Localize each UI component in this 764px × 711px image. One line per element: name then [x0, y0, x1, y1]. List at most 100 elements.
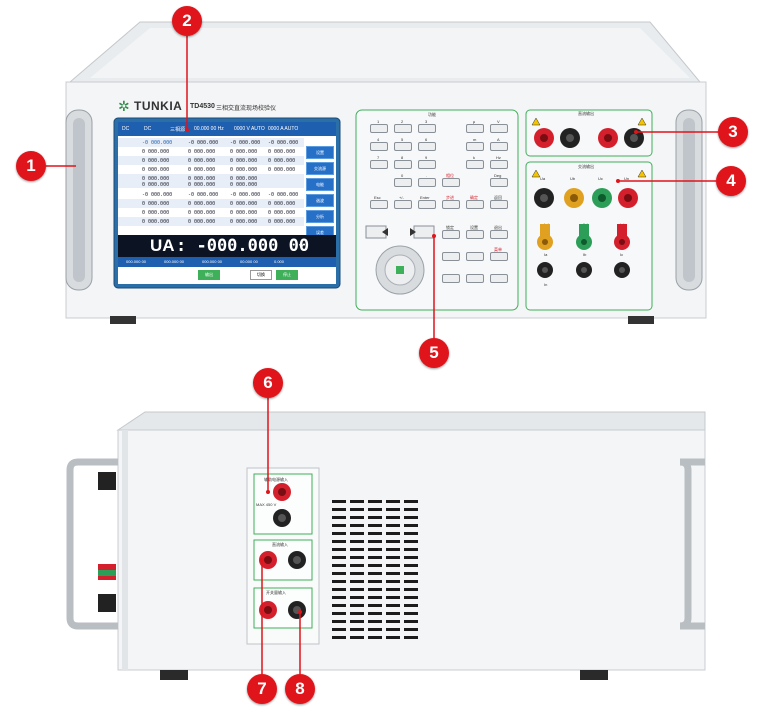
key-confirm[interactable] — [466, 200, 484, 209]
key-3[interactable] — [418, 124, 436, 133]
table-row — [118, 138, 304, 147]
ac-label-ic: Ic — [620, 252, 624, 257]
bottom-value: 000.000 00 — [126, 259, 147, 264]
key-5[interactable] — [394, 142, 412, 151]
key-sign[interactable] — [394, 200, 412, 209]
key-esc-label: Esc — [374, 195, 381, 200]
table-cell: -0 000.000 — [188, 192, 219, 198]
key-5-label: 5 — [401, 137, 404, 142]
table-cell: 0 000.000 — [230, 167, 258, 173]
ac-label-ib: Ib — [583, 252, 587, 257]
screen-frequency: 00.000 00 Hz — [194, 126, 224, 132]
key-phase[interactable] — [442, 178, 460, 187]
key-7[interactable] — [370, 160, 388, 169]
table-cell: 0 000.000 — [230, 219, 258, 225]
key-hz-label: Hz — [496, 155, 501, 160]
softkey-analysis[interactable]: 分析 — [306, 210, 334, 223]
table-cell: 0 000.000 — [142, 158, 170, 164]
key-volt-label: V — [497, 119, 500, 124]
key-volt[interactable] — [490, 124, 508, 133]
key-lock[interactable] — [442, 230, 460, 239]
key-f1[interactable] — [442, 252, 460, 261]
screen-current-range: 0000 A AUTO — [268, 126, 299, 132]
key-micro[interactable] — [466, 124, 484, 133]
key-milli[interactable] — [466, 142, 484, 151]
aux-power-label: 辅助电源输入 — [264, 477, 288, 482]
table-cell: 0 000.000 — [188, 210, 216, 216]
screen-mode-dc2[interactable]: DC — [144, 126, 152, 132]
key-8-label: 8 — [401, 155, 404, 160]
key-enter-label: Enter — [420, 195, 430, 200]
key-kilo[interactable] — [466, 160, 484, 169]
table-cell: 0 000.000 — [142, 167, 170, 173]
key-6-label: 6 — [425, 137, 428, 142]
key-amp[interactable] — [490, 142, 508, 151]
key-0-label: 0 — [401, 173, 404, 178]
key-f5[interactable] — [490, 274, 508, 283]
table-cell: 0 000.000 — [188, 176, 216, 182]
key-hz[interactable] — [490, 160, 508, 169]
table-cell: 0 000.000 — [230, 182, 258, 188]
table-cell: 0 000.000 — [188, 182, 216, 188]
table-cell: 0 000.000 — [142, 176, 170, 182]
table-cell: 0 000.000 — [230, 158, 258, 164]
stop-button[interactable]: 停止 — [276, 270, 298, 280]
screen-mode-dc[interactable]: DC — [122, 126, 130, 132]
key-dot[interactable] — [418, 178, 436, 187]
table-cell: 0 000.000 — [188, 219, 216, 225]
ac-output-terminals — [531, 169, 647, 278]
callout-2: 2 — [172, 6, 202, 36]
key-return[interactable] — [490, 200, 508, 209]
key-f2[interactable] — [466, 252, 484, 261]
key-confirm-label: 确定 — [470, 195, 478, 200]
key-setup[interactable] — [466, 230, 484, 239]
table-cell: 0 000.000 — [268, 167, 296, 173]
key-1[interactable] — [370, 124, 388, 133]
table-cell: 0 000.000 — [268, 210, 296, 216]
key-f4[interactable] — [466, 274, 484, 283]
key-deg[interactable] — [490, 178, 508, 187]
brand-logo: TUNKIA — [134, 99, 183, 113]
softkey-energy[interactable]: 电能 — [306, 178, 334, 191]
dc-input-label: 直流输入 — [272, 542, 288, 547]
key-9[interactable] — [418, 160, 436, 169]
screen-data-table: -0 000.000 -0 000.000 -0 000.000 -0 000.… — [118, 138, 304, 234]
key-6[interactable] — [418, 142, 436, 151]
callout-5: 5 — [419, 338, 449, 368]
table-cell: 0 000.000 — [188, 149, 216, 155]
ac-label-ia: Ia — [544, 252, 548, 257]
callout-6: 6 — [253, 368, 283, 398]
key-7-label: 7 — [377, 155, 380, 160]
front-view: ✲ TUNKIA TD4530 三相交直流现场校验仪 DC DC 三相源 00.… — [0, 0, 764, 345]
key-enter[interactable] — [418, 200, 436, 209]
display-screen[interactable]: DC DC 三相源 00.000 00 Hz 0000 V AUTO 0000 … — [118, 122, 336, 284]
key-2[interactable] — [394, 124, 412, 133]
key-4[interactable] — [370, 142, 388, 151]
softkey-settings[interactable]: 设置 — [306, 146, 334, 159]
softkey-harmonics[interactable]: 谐波 — [306, 194, 334, 207]
key-8[interactable] — [394, 160, 412, 169]
model-name: TD4530 — [190, 103, 215, 110]
key-esc[interactable] — [370, 200, 388, 209]
table-cell: 0 000.000 — [230, 149, 258, 155]
big-readout — [118, 235, 336, 257]
output-button[interactable]: 输出 — [198, 270, 220, 280]
key-3-label: 3 — [425, 119, 428, 124]
key-0[interactable] — [394, 178, 412, 187]
key-menu[interactable] — [490, 252, 508, 261]
table-cell: 0 000.000 — [230, 210, 258, 216]
softkey-ac-source[interactable]: 交流源 — [306, 162, 334, 175]
screen-mode-source[interactable]: 三相源 — [170, 127, 186, 133]
key-9-label: 9 — [425, 155, 428, 160]
bottom-value: 00.000 00 — [240, 259, 258, 264]
key-exit[interactable] — [490, 230, 508, 239]
bottom-value: 000.000 00 — [202, 259, 223, 264]
key-f3[interactable] — [442, 274, 460, 283]
table-cell: 0 000.000 — [142, 182, 170, 188]
ac-label-ub: Ub — [570, 176, 576, 181]
switch-button[interactable]: 切换 — [250, 270, 272, 280]
keypad-title: 功能 — [428, 112, 436, 117]
key-menu-label: 菜单 — [494, 247, 502, 252]
screen-top-bar — [118, 122, 336, 136]
key-step[interactable] — [442, 200, 460, 209]
